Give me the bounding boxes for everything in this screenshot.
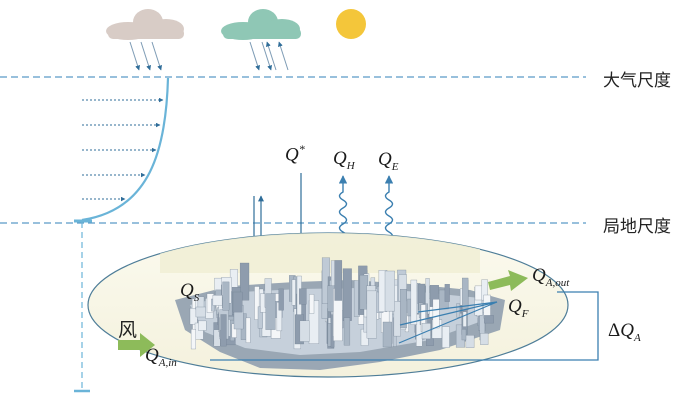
delta-advection-label: ΔQA <box>608 320 641 344</box>
local-scale-ellipse <box>87 232 569 378</box>
city-building <box>195 306 206 318</box>
city-building <box>366 290 377 339</box>
city-building <box>461 329 467 341</box>
city-building <box>400 289 407 329</box>
advection-out-arrow <box>488 270 528 291</box>
city-building <box>462 311 467 327</box>
delta-bracket <box>210 291 599 361</box>
local-scale-label: 局地尺度 <box>603 217 671 237</box>
sun-icon <box>336 9 366 39</box>
anthropogenic-lines <box>398 301 498 344</box>
city-building <box>432 299 440 329</box>
radiation-arrows <box>251 173 304 244</box>
city-building <box>342 268 352 321</box>
net-radiation-label: Q* <box>285 142 305 166</box>
sensible-heat-wave <box>338 175 348 241</box>
city-building <box>265 293 276 330</box>
city-building <box>410 279 418 325</box>
city-building <box>278 288 284 311</box>
city-building <box>484 315 494 324</box>
city-building <box>441 326 450 348</box>
city-building <box>198 320 207 331</box>
city-building <box>382 321 392 348</box>
city-building <box>222 281 230 311</box>
advection-in-label: QA,in <box>145 345 177 369</box>
city-building <box>327 323 332 347</box>
city-building <box>212 295 223 306</box>
city-building <box>190 329 196 350</box>
sensible-heat-label: QH <box>333 148 355 172</box>
city-building <box>239 262 250 301</box>
latent-heat-wave <box>384 175 394 241</box>
city-building <box>291 279 296 306</box>
city-building <box>309 294 315 314</box>
city-building <box>232 291 243 313</box>
advection-in-arrow <box>118 333 155 357</box>
city-building <box>384 270 395 312</box>
updraft-cloud-icon <box>221 9 301 71</box>
wind-label: 风 <box>118 319 138 341</box>
city-building <box>480 333 489 345</box>
anthropogenic-heat-label: QF <box>508 296 529 320</box>
city-building <box>299 320 310 342</box>
city-building <box>343 317 351 346</box>
city-block <box>160 233 505 370</box>
city-building <box>444 284 450 302</box>
city-building <box>299 288 307 305</box>
storage-heat-label: QS <box>180 280 200 304</box>
city-building <box>393 301 401 337</box>
latent-heat-label: QE <box>378 149 399 173</box>
city-building <box>465 335 475 348</box>
wind-profile <box>74 77 170 393</box>
atmospheric-scale-label: 大气尺度 <box>603 71 671 91</box>
city-building <box>220 314 227 347</box>
city-towers <box>189 257 494 350</box>
advection-out-label: QA,out <box>532 265 570 289</box>
rain-cloud-icon <box>106 9 184 71</box>
city-building <box>334 260 343 301</box>
city-building <box>462 277 469 311</box>
city-building <box>245 317 251 343</box>
